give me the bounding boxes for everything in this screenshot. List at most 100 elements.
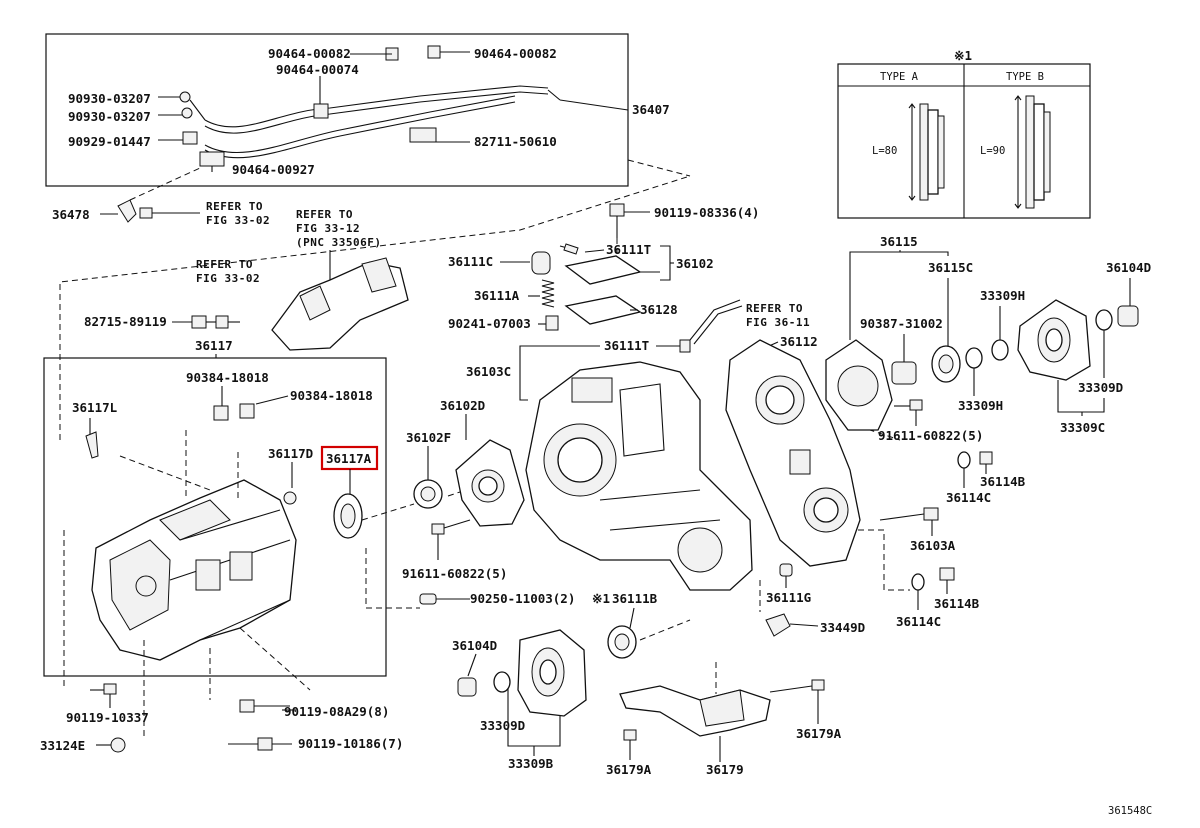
bolt-91611-60822-b: [894, 399, 923, 426]
label-36179A-a: 36179A: [606, 762, 652, 777]
label-33124E: 33124E: [40, 738, 85, 753]
breather-hose: [689, 299, 741, 341]
pin-36111T-a: [563, 243, 579, 255]
adapter-box-36117: [43, 357, 387, 677]
label-36407: 36407: [632, 102, 670, 117]
adapter-housing-36117: [91, 479, 297, 661]
washer-33309D-b: [1095, 309, 1113, 331]
label-36111G: 36111G: [766, 590, 811, 605]
label-36111A: 36111A: [474, 288, 520, 303]
front-case-36103C: [525, 361, 753, 591]
bracket-36478: [100, 167, 201, 223]
refer-2-line-2: FIG 33-12: [296, 222, 360, 235]
label-36103A: 36103A: [910, 538, 956, 553]
length-b: L=90: [980, 145, 1005, 157]
bracket-33449D: [759, 580, 819, 637]
label-33309B: 33309B: [508, 756, 554, 771]
label-36179A-b: 36179A: [796, 726, 842, 741]
bolt-91611-60822-a: [431, 519, 471, 560]
seal-36102F: [413, 479, 443, 509]
refer-1-line-2: FIG 33-02: [206, 214, 270, 227]
bracket-36179: [619, 685, 771, 762]
nut-36104D-b: [1117, 305, 1139, 327]
washer-33309D-a: [493, 671, 511, 693]
cover-36102: [564, 255, 642, 285]
washer-33309H-b: [965, 347, 983, 369]
label-90119-10186: 90119-10186(7): [298, 736, 403, 751]
label-90929-01447: 90929-01447: [68, 134, 151, 149]
label-36117A: 36117A: [326, 451, 372, 466]
label-90384-18018-b: 90384-18018: [290, 388, 373, 403]
label-33309H-b: 33309H: [958, 398, 1003, 413]
label-36111B: 36111B: [612, 591, 658, 606]
sensor-33124E: [96, 737, 126, 753]
extension-housing-36115: [825, 339, 893, 431]
label-33309D-b: 33309D: [1078, 380, 1123, 395]
rear-housing-36102D: [455, 439, 525, 527]
flange-33309C: [1017, 299, 1091, 381]
label-36111T-a: 36111T: [606, 242, 651, 257]
label-33309H-a: 33309H: [980, 288, 1025, 303]
type-table-mark: ※1: [954, 48, 972, 63]
label-90119-08336: 90119-08336(4): [654, 205, 759, 220]
pin-90250-11003: [419, 593, 470, 605]
flange-33309B: [517, 629, 587, 717]
seal-36115C: [931, 345, 961, 383]
bolt-90119-10337: [90, 683, 117, 708]
label-36102: 36102: [676, 256, 714, 271]
refer-3-line-1: REFER TO: [196, 258, 253, 271]
label-90119-08A29: 90119-08A29(8): [284, 704, 389, 719]
label-33449D: 33449D: [820, 620, 865, 635]
refer-4-line-1: REFER TO: [746, 302, 803, 315]
label-36128: 36128: [640, 302, 678, 317]
label-36114B-b: 36114B: [934, 596, 980, 611]
label-36179: 36179: [706, 762, 744, 777]
bolt-36103A: [879, 507, 939, 536]
label-91611-60822-b: 91611-60822(5): [878, 428, 983, 443]
label-33309C: 33309C: [1060, 420, 1105, 435]
label-90930-03207-b: 90930-03207: [68, 109, 151, 124]
bushing-90387: [891, 361, 917, 385]
label-36478: 36478: [52, 207, 90, 222]
label-36114C-a: 36114C: [946, 490, 991, 505]
type-table: ※1 TYPE A TYPE B L=80 L=90: [837, 48, 1091, 219]
type-a-header: TYPE A: [880, 71, 919, 83]
label-36102D: 36102D: [440, 398, 485, 413]
label-36115C: 36115C: [928, 260, 973, 275]
label-90241-07003: 90241-07003: [448, 316, 531, 331]
ball-90241: [545, 315, 559, 331]
plug-36111C: [531, 251, 551, 275]
gasket-36128: [564, 295, 642, 325]
label-90464-00927: 90464-00927: [232, 162, 315, 177]
seal-36111B: [607, 625, 637, 659]
label-36111T-b: 36111T: [604, 338, 649, 353]
label-36111C: 36111C: [448, 254, 493, 269]
refer-2-line-1: REFER TO: [296, 208, 353, 221]
pin-36111G: [779, 563, 793, 588]
bolt-36179A-b: [769, 679, 825, 724]
label-91611-60822-a: 91611-60822(5): [402, 566, 507, 581]
type-b-header: TYPE B: [1006, 71, 1044, 83]
label-36102F: 36102F: [406, 430, 451, 445]
label-36117L: 36117L: [72, 400, 118, 415]
label-90250-11003: 90250-11003(2): [470, 591, 575, 606]
washer-33309H-a: [991, 339, 1009, 361]
plug-b: [239, 403, 255, 419]
pin-36117L: [85, 431, 99, 459]
label-36117: 36117: [195, 338, 233, 353]
bolt-36114B-b: [939, 567, 955, 581]
label-36103C: 36103C: [466, 364, 511, 379]
bolt-36179A-a: [623, 729, 637, 760]
label-82711-50610: 82711-50610: [474, 134, 557, 149]
pin-36111T-b: [679, 339, 691, 353]
nut-36104D-a: [457, 677, 477, 697]
washer-36114C-b: [911, 573, 925, 591]
plug-a: [213, 405, 229, 421]
seal-36117A: [333, 493, 363, 539]
label-36114B-a: 36114B: [980, 474, 1026, 489]
hose-assembly-box: [45, 33, 629, 187]
bolt-90119-10186: [228, 737, 292, 751]
refer-3-line-2: FIG 33-02: [196, 272, 260, 285]
length-a: L=80: [872, 145, 897, 157]
